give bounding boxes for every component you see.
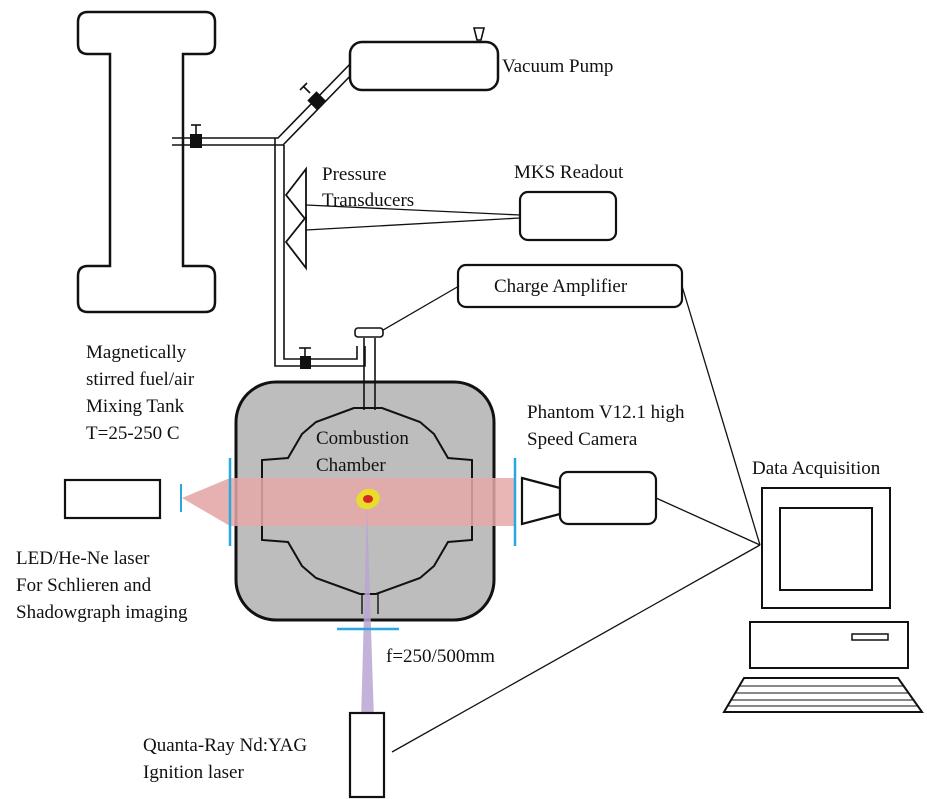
light-source (63, 478, 162, 520)
ignition-laser (348, 711, 386, 799)
light-source-label: LED/He-Ne laser For Schlieren and Shadow… (16, 548, 188, 623)
chamber-inlet-tube (363, 338, 376, 410)
ignition-beam (361, 505, 374, 720)
pressure-transducer-1 (284, 166, 307, 223)
pump-valve (299, 82, 326, 110)
mixing-tank-label: Magnetically stirred fuel/air Mixing Tan… (86, 342, 199, 444)
pressure-transducer-2 (284, 214, 307, 271)
computer-keyboard (722, 677, 924, 713)
chamber-valve (299, 347, 311, 369)
camera-lens (520, 476, 562, 526)
vacuum-pump (348, 40, 500, 92)
wire (655, 497, 761, 546)
wire (305, 217, 521, 231)
pressure-transducers-label: Pressure Transducers (322, 164, 414, 211)
mks-readout-label: MKS Readout (514, 162, 624, 183)
vacuum-pump-label: Vacuum Pump (502, 56, 613, 77)
combustion-chamber-label: Combustion Chamber (316, 428, 414, 476)
schlieren-beam-cone (182, 478, 230, 526)
gas-line (172, 57, 366, 367)
charge-amplifier-label: Charge Amplifier (494, 276, 628, 297)
mixing-tank (76, 10, 217, 314)
wire (377, 285, 460, 334)
chamber-inlet-cap (354, 327, 384, 338)
computer-screen (779, 507, 873, 591)
mks-readout (518, 190, 618, 242)
data-acquisition-label: Data Acquisition (752, 458, 881, 479)
ignition-laser-label: Quanta-Ray Nd:YAG Ignition laser (143, 735, 312, 783)
wire (681, 285, 761, 546)
computer-drive-slot (851, 633, 889, 641)
camera-label: Phantom V12.1 high Speed Camera (527, 402, 689, 450)
high-speed-camera (558, 470, 658, 526)
wire (305, 204, 521, 216)
computer-case (749, 621, 909, 669)
ignition-kernel-inner (363, 495, 373, 503)
lens-label: f=250/500mm (386, 646, 495, 667)
chamber-bottom-port (361, 594, 379, 614)
vacuum-pump-port (472, 27, 486, 41)
tank-valve (190, 124, 202, 148)
wire (391, 544, 761, 753)
keyboard-keys (728, 685, 918, 707)
